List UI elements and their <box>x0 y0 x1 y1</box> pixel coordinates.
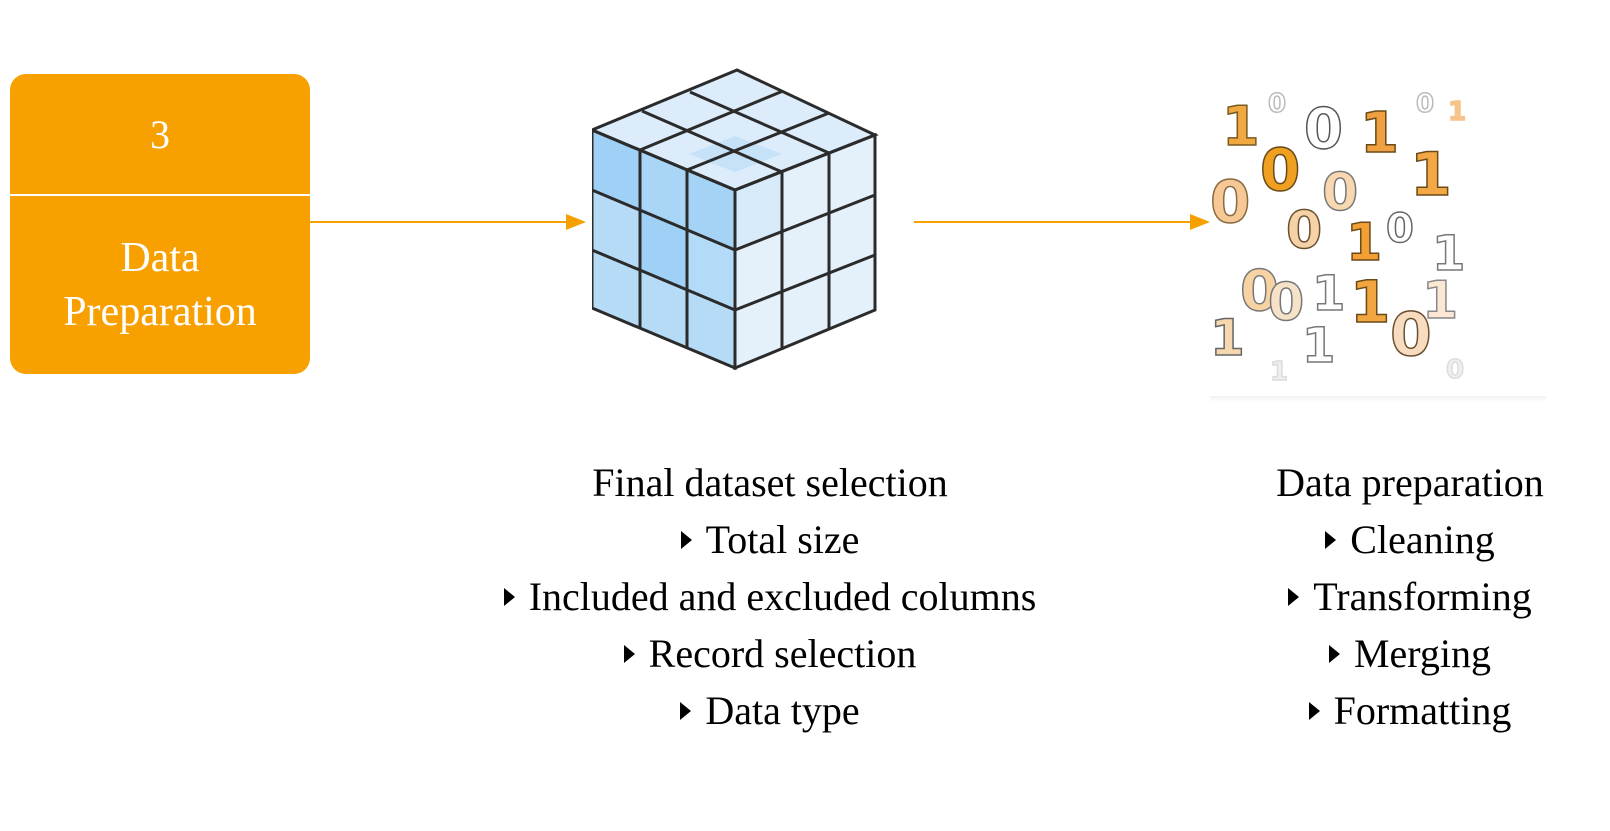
list-item-label: Merging <box>1353 631 1492 676</box>
triangle-bullet-icon <box>1308 701 1320 720</box>
step-divider <box>10 194 310 196</box>
triangle-bullet-icon <box>1325 530 1337 549</box>
list-item: Data type <box>455 682 1085 739</box>
binary-digit: 1 <box>1422 271 1458 331</box>
binary-digit: 0 <box>1390 300 1432 370</box>
data-preparation-heading: Data preparation <box>1276 460 1544 505</box>
list-item: Record selection <box>455 625 1085 682</box>
binary-digit: 1 <box>1410 140 1452 210</box>
list-item: Transforming <box>1220 568 1600 625</box>
list-item: Cleaning <box>1220 511 1600 568</box>
step-box: 3 Data Preparation <box>10 74 310 374</box>
list-item-label: Cleaning <box>1350 517 1495 562</box>
binary-digit: 1 <box>1346 213 1382 273</box>
list-item-label: Formatting <box>1333 688 1512 733</box>
list-item-label: Included and excluded columns <box>528 574 1037 619</box>
binary-digit: 1 <box>1350 268 1390 336</box>
binary-digit: 1 <box>1270 357 1288 387</box>
list-item: Total size <box>455 511 1085 568</box>
triangle-bullet-icon <box>680 701 692 720</box>
binary-digit: 0 <box>1240 259 1279 324</box>
binary-digit: 1 <box>1210 309 1245 367</box>
list-item: Formatting <box>1220 682 1600 739</box>
binary-digit: 1 <box>1222 95 1260 158</box>
dataset-selection-heading: Final dataset selection <box>592 460 948 505</box>
list-item: Included and excluded columns <box>455 568 1085 625</box>
binary-digit: 0 <box>1286 201 1322 261</box>
binary-digit: 0 <box>1322 163 1358 223</box>
binary-digit: 0 <box>1210 168 1250 236</box>
data-preparation-block: Data preparation Cleaning Transforming M… <box>1220 454 1600 739</box>
binary-digit: 0 <box>1304 97 1343 162</box>
dataset-selection-block: Final dataset selection Total size Inclu… <box>455 454 1085 739</box>
step-title: Data Preparation <box>10 196 310 374</box>
binary-digit: 1 <box>1302 318 1335 374</box>
step-title-line-2: Preparation <box>63 289 257 335</box>
binary-digit: 1 <box>1448 97 1466 127</box>
list-item: Merging <box>1220 625 1600 682</box>
triangle-bullet-icon <box>1288 587 1300 606</box>
triangle-bullet-icon <box>680 530 692 549</box>
binary-digit: 0 <box>1260 136 1300 204</box>
arrow-to-binary <box>914 214 1210 230</box>
binary-digit: 0 <box>1386 206 1414 252</box>
list-item-label: Transforming <box>1313 574 1532 619</box>
step-title-line-1: Data <box>120 235 200 281</box>
step-number: 3 <box>150 111 170 157</box>
list-item-label: Total size <box>705 517 860 562</box>
binary-icon-shadow <box>1210 396 1546 402</box>
binary-digit: 0 <box>1268 273 1304 333</box>
arrow-to-cube <box>310 214 586 230</box>
list-item-label: Record selection <box>648 631 917 676</box>
binary-digit: 1 <box>1360 101 1399 166</box>
binary-digit: 0 <box>1446 355 1464 385</box>
data-cube-icon <box>592 68 879 371</box>
triangle-bullet-icon <box>623 644 635 663</box>
binary-digit: 1 <box>1312 266 1345 322</box>
triangle-bullet-icon <box>503 587 515 606</box>
triangle-bullet-icon <box>1328 644 1340 663</box>
list-item-label: Data type <box>705 688 860 733</box>
binary-digit: 0 <box>1268 89 1286 119</box>
binary-digit: 0 <box>1416 89 1434 119</box>
binary-digit: 1 <box>1432 226 1465 282</box>
